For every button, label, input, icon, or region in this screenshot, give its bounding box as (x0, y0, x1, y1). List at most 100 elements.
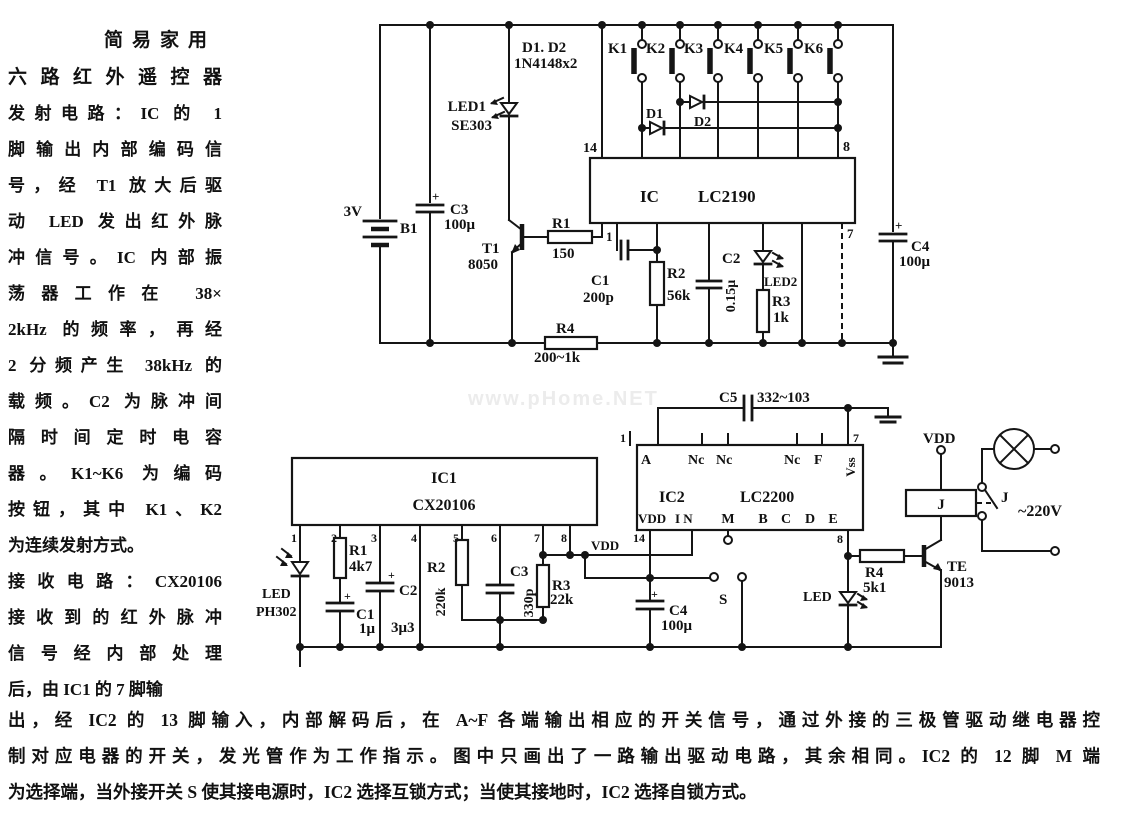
led1-part: SE303 (451, 118, 492, 134)
vdd-net-label: VDD (591, 538, 619, 553)
transmitter-circuit: 3V B1 + C3 100μ LED1 SE303 (344, 21, 931, 366)
ic2-pin14-number: 14 (633, 531, 645, 545)
d1-d2-part: 1N4148x2 (514, 56, 577, 72)
article-body-line: 为连续发射方式。 (8, 536, 144, 555)
resistor-r1-tx: R1 150 (546, 216, 594, 262)
capacitor-c1-tx: C1 200p (583, 239, 630, 306)
article-footer-paragraph: 出，经 IC2 的 13 脚输入，内部解码后，在 A~F 各端输出相应的开关信号… (8, 702, 1100, 810)
diode-d1-matrix: D1 (646, 107, 666, 136)
vdd-terminal: VDD (923, 431, 956, 455)
ic1-pin-5: 5 (453, 531, 459, 545)
key-k3: K3 (684, 39, 723, 83)
key-k5-label: K5 (764, 41, 783, 57)
c3-label: C3 (450, 202, 468, 218)
ic1-pin-8: 8 (561, 531, 567, 545)
c3-value: 100μ (444, 217, 476, 233)
t1-emitter-arrow (511, 244, 520, 254)
article-title-line1: 简易家用 (104, 30, 217, 51)
battery-b1: 3V B1 (344, 204, 418, 248)
ic1-pin-1: 1 (291, 531, 297, 545)
ic2-pin-nc: Nc (716, 453, 732, 468)
article-body-line: 脚输出内部编码信 (8, 140, 222, 159)
r3-value: 22k (550, 592, 574, 608)
resistor-r3-rx: R3 22k (535, 563, 574, 609)
r4-value: 200~1k (534, 350, 581, 366)
resistor-r4-rx: R4 5k1 (858, 548, 906, 596)
ic2-pin8-number: 8 (837, 532, 843, 546)
r2-label: R2 (427, 560, 445, 576)
capacitor-c1-rx: + C1 1μ (325, 589, 376, 637)
c3-label: C3 (510, 564, 528, 580)
ic2-pin7-number: 7 (853, 431, 859, 445)
capacitor-c5: C5 332~103 (719, 390, 810, 422)
article-left-column: 简易家用 六路红外遥控器 发射电路：IC 的 1 脚输出内部编码信 号，经 T1… (8, 22, 222, 708)
article-body-line: 荡器工作在 38× (8, 284, 222, 303)
r2-label: R2 (667, 266, 685, 282)
mains-voltage-label: ~220V (1018, 503, 1062, 520)
ground-symbol-c5 (874, 415, 902, 424)
led-output-label: LED (803, 590, 832, 605)
relay-coil-label: J (937, 497, 945, 513)
r1-label: R1 (552, 216, 570, 232)
led1-label: LED1 (448, 99, 486, 115)
diode-d2-matrix: D2 (689, 94, 711, 130)
key-k6-label: K6 (804, 41, 824, 57)
selector-switch-s: S (709, 535, 747, 608)
capacitor-c3-tx: + C3 100μ (415, 189, 476, 233)
plus-sign: + (388, 568, 395, 582)
te-part: 9013 (944, 575, 974, 591)
ic2-part: LC2200 (740, 489, 794, 506)
c5-value: 332~103 (757, 390, 810, 406)
ic2-pin-e: E (828, 512, 837, 527)
plus-sign: + (432, 189, 439, 204)
article-body-line: 隔时间定时电容 (8, 428, 222, 447)
key-k5: K5 (764, 39, 803, 83)
ic1-cx20106: IC1 CX20106 (290, 456, 599, 527)
article-body-line: 动 LED 发出红外脉 (8, 212, 222, 231)
article-body-line: 2 分频产生 38kHz 的 (8, 356, 222, 375)
r1-value: 150 (552, 246, 575, 262)
r3-value: 1k (773, 310, 790, 326)
tx-pin8-number: 8 (843, 140, 850, 155)
receiver-circuit: IC1 CX20106 1 2 3 4 5 6 7 8 LED PH302 (256, 390, 1062, 667)
d1-label: D1 (646, 107, 663, 122)
plus-sign: + (895, 218, 902, 233)
ic2-pin-m: M (721, 512, 734, 527)
photodiode-part: PH302 (256, 605, 296, 620)
resistor-r1-rx: R1 4k7 (332, 536, 373, 580)
relay-contact-j: J (977, 482, 1009, 521)
ic2-pin-d: D (805, 512, 815, 527)
capacitor-c4-rx: + C4 100μ (635, 587, 693, 634)
article-body-line: 接收电路：CX20106 (8, 572, 222, 591)
key-k3-label: K3 (684, 41, 703, 57)
relay-coil-j: J (904, 488, 978, 518)
article-body-line: 冲信号。IC 内部振 (8, 248, 222, 267)
r4-label: R4 (865, 565, 884, 581)
tx-pin1-number: 1 (606, 229, 613, 244)
c1-label: C1 (591, 273, 609, 289)
tx-wires (379, 24, 894, 357)
resistor-r2-tx: R2 56k (648, 260, 691, 307)
ic1-pin-4: 4 (411, 531, 417, 545)
ic1-part: CX20106 (412, 497, 475, 514)
c1-label: C1 (356, 607, 374, 623)
rx-junction-dots (296, 404, 852, 651)
c2-value: 3μ3 (391, 620, 415, 636)
capacitor-c4-tx: + C4 100μ (878, 218, 931, 270)
c4-value: 100μ (899, 254, 931, 270)
led-output-indicator: LED (803, 590, 868, 609)
vdd-terminal-label: VDD (923, 431, 956, 447)
capacitor-c2-tx: C2 0.15μ (695, 251, 740, 312)
r2-value: 56k (667, 288, 691, 304)
ic1-label: IC1 (431, 470, 457, 487)
ic2-pin-a: A (641, 453, 652, 468)
tx-pin14-number: 14 (583, 141, 597, 156)
r3-label: R3 (552, 578, 570, 594)
key-k4: K4 (724, 39, 763, 83)
footer-line: 制对应电器的开关，发光管作为工作指示。图中只画出了一路输出驱动电路，其余相同。I… (8, 746, 1100, 766)
ic2-label: IC2 (659, 489, 685, 506)
ic2-pin1-number: 1 (620, 431, 626, 445)
key-k6: K6 (804, 39, 843, 83)
c4-label: C4 (911, 239, 930, 255)
